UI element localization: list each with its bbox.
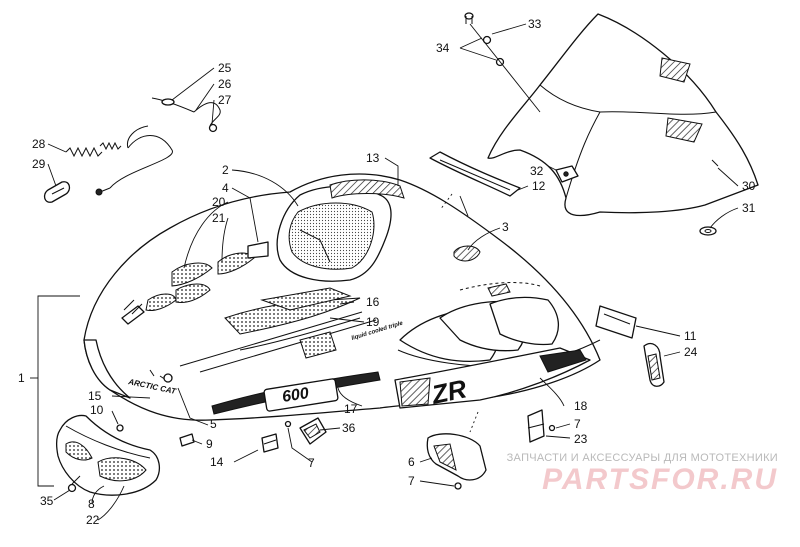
bracket-24 [643, 342, 665, 387]
callout-33: 33 [528, 17, 542, 31]
callout-8: 8 [88, 497, 95, 511]
windshield-fastener-33 [464, 12, 474, 24]
callout-3: 3 [502, 220, 509, 234]
callout-18: 18 [574, 399, 588, 413]
callouts: 1 2 3 4 5 6 7 7 7 8 9 10 11 12 13 14 15 … [18, 17, 756, 527]
bracket-36 [284, 417, 327, 445]
callout-7a: 7 [308, 456, 315, 470]
callout-20: 20 [212, 195, 226, 209]
callout-13: 13 [366, 151, 380, 165]
callout-26: 26 [218, 77, 232, 91]
callout-28: 28 [32, 137, 46, 151]
tension-spring [65, 141, 122, 158]
callout-11: 11 [684, 329, 697, 343]
callout-31: 31 [742, 201, 756, 215]
hood-assembly [83, 173, 601, 421]
callout-19: 19 [366, 315, 380, 329]
callout-30: 30 [742, 179, 756, 193]
hood-clip [43, 181, 71, 203]
callout-34: 34 [436, 41, 450, 55]
side-number-decal: 600 [281, 385, 310, 406]
hood-cable [95, 97, 221, 196]
bracket-14 [261, 433, 279, 453]
callout-36: 36 [342, 421, 356, 435]
front-bumper [56, 414, 161, 496]
callout-22: 22 [86, 513, 100, 527]
callout-29: 29 [32, 157, 46, 171]
mud-flap-6 [426, 433, 487, 490]
callout-7b: 7 [574, 417, 581, 431]
callout-35: 35 [40, 494, 54, 508]
side-reflector-11 [595, 305, 637, 339]
callout-21: 21 [212, 211, 226, 225]
leader-lines [47, 23, 739, 521]
watermark: ЗАПЧАСТИ И АКСЕССУАРЫ ДЛЯ МОТОТЕХНИКИ PA… [507, 452, 778, 496]
callout-12: 12 [532, 179, 546, 193]
callout-16: 16 [366, 295, 380, 309]
callout-23: 23 [574, 432, 588, 446]
bracket-23 [527, 409, 556, 443]
callout-1: 1 [18, 371, 25, 385]
screw-10 [116, 424, 124, 432]
trim-strip [429, 151, 521, 197]
callout-10: 10 [90, 403, 104, 417]
callout-4: 4 [222, 181, 229, 195]
watermark-subtitle: ЗАПЧАСТИ И АКСЕССУАРЫ ДЛЯ МОТОТЕХНИКИ [506, 452, 778, 464]
callout-7c: 7 [408, 474, 415, 488]
callout-15: 15 [88, 389, 102, 403]
windshield-grommet-31 [699, 226, 717, 236]
callout-24: 24 [684, 345, 698, 359]
windshield-nut-32 [555, 165, 579, 183]
watermark-brand: PARTSFOR.RU [542, 463, 778, 496]
callout-6: 6 [408, 455, 415, 469]
screw-35 [67, 475, 81, 493]
windshield-fastener-34 [482, 35, 505, 67]
windshield [487, 13, 759, 217]
callout-14: 14 [210, 455, 224, 469]
callout-17: 17 [344, 402, 358, 416]
callout-32: 32 [530, 164, 544, 178]
callout-5: 5 [210, 417, 217, 431]
callout-9: 9 [206, 437, 213, 451]
callout-27: 27 [218, 93, 232, 107]
callout-2: 2 [222, 163, 229, 177]
grommet-9 [179, 433, 195, 447]
model-decal: ZR [428, 373, 469, 410]
callout-25: 25 [218, 61, 232, 75]
